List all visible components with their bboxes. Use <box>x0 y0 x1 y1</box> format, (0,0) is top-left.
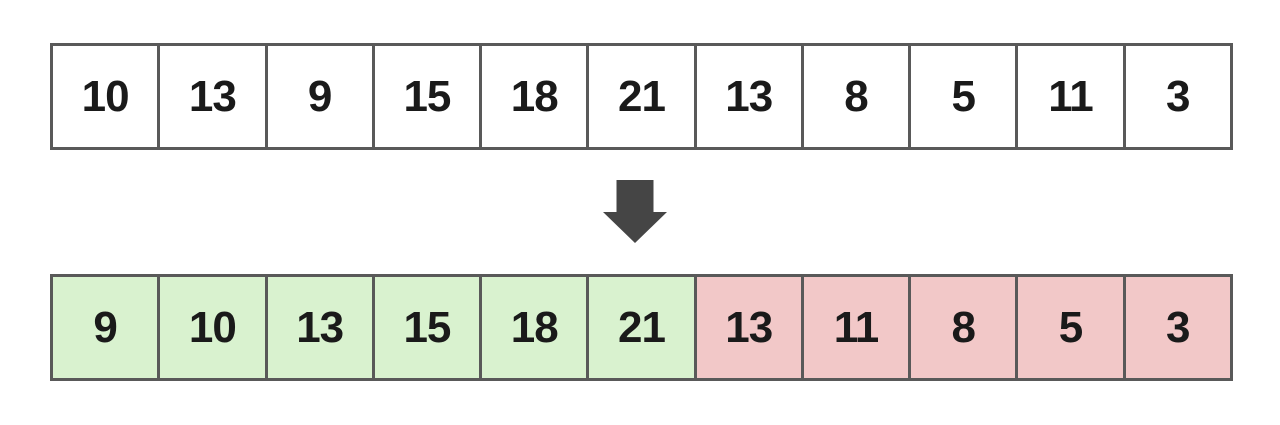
array-cell: 13 <box>693 43 804 150</box>
down-arrow-icon <box>603 180 667 244</box>
array-cell: 21 <box>586 274 697 381</box>
array-cell: 8 <box>800 43 912 150</box>
input-array-row: 10 13 9 15 18 21 13 8 5 11 3 <box>50 43 1233 150</box>
array-cell: 18 <box>479 43 590 150</box>
array-cell: 5 <box>908 43 1019 150</box>
array-cell: 18 <box>479 274 590 381</box>
array-cell: 13 <box>693 274 804 381</box>
array-cell: 5 <box>1015 274 1126 381</box>
output-array-row: 9 10 13 15 18 21 13 11 8 5 3 <box>50 274 1233 381</box>
array-cell: 9 <box>50 274 161 381</box>
array-cell: 11 <box>1015 43 1126 150</box>
array-cell: 10 <box>157 274 268 381</box>
array-cell: 13 <box>264 274 375 381</box>
array-cell: 15 <box>371 274 483 381</box>
array-cell: 21 <box>586 43 697 150</box>
array-cell: 13 <box>157 43 268 150</box>
array-cell: 3 <box>1122 274 1233 381</box>
array-cell: 10 <box>50 43 161 150</box>
array-cell: 8 <box>908 274 1019 381</box>
array-cell: 15 <box>371 43 483 150</box>
array-cell: 9 <box>264 43 375 150</box>
array-cell: 3 <box>1122 43 1233 150</box>
array-cell: 11 <box>800 274 912 381</box>
